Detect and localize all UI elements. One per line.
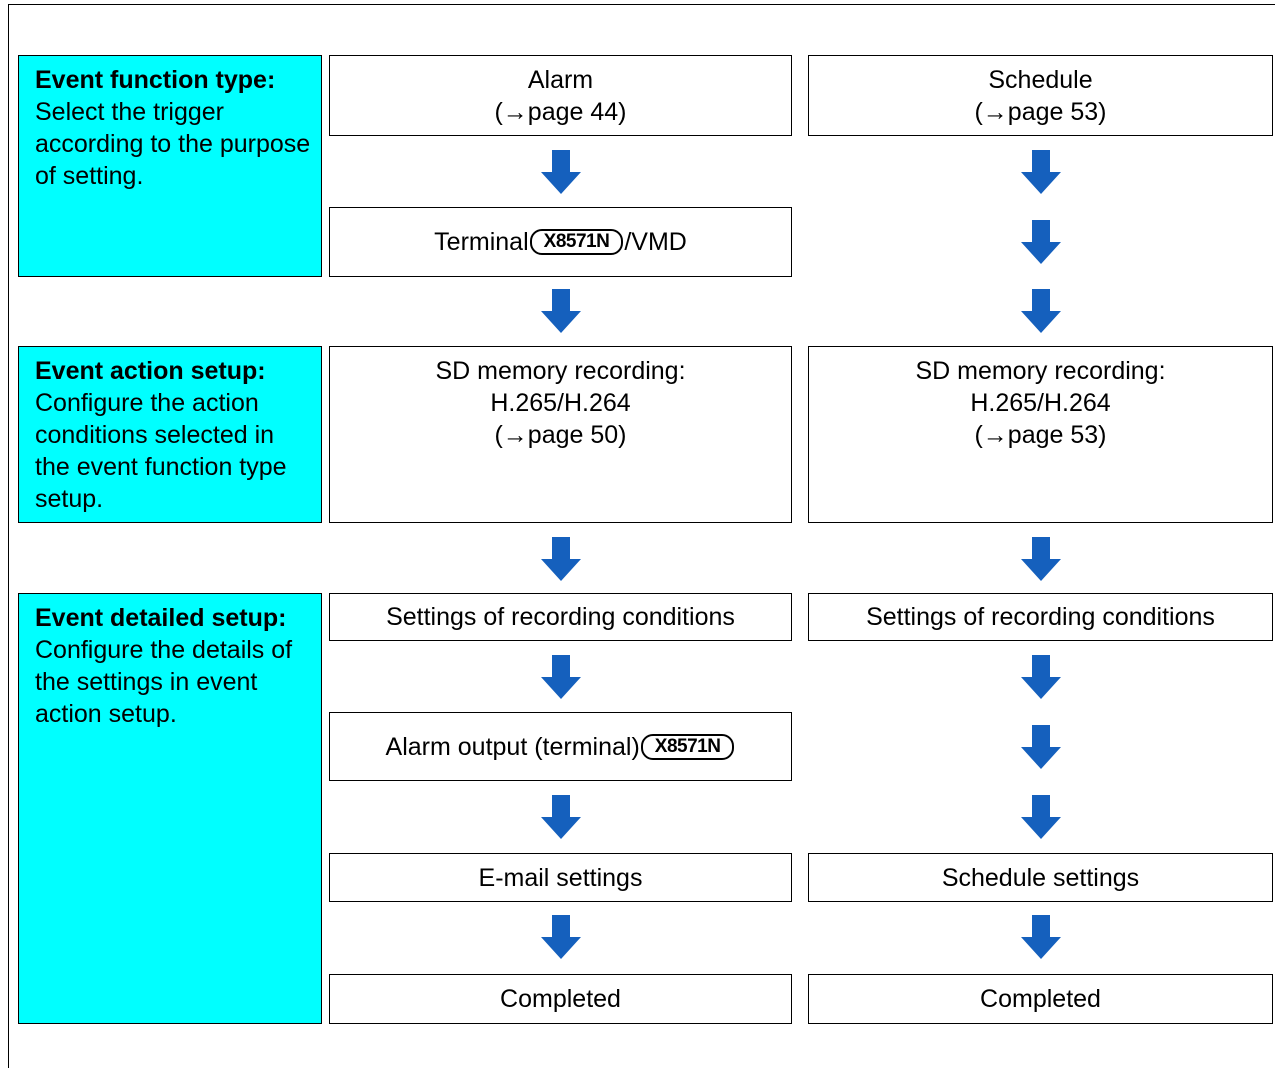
sd-recording-label: SD memory recording: <box>435 357 686 385</box>
recording-conditions-box-alarm: Settings of recording conditions <box>329 593 792 641</box>
schedule-settings-box: Schedule settings <box>808 853 1273 902</box>
section-description: Configure the action conditions selected… <box>35 389 287 513</box>
section-description: Select the trigger according to the purp… <box>35 98 311 190</box>
down-arrow-icon <box>1021 655 1061 699</box>
recording-conditions-label: Settings of recording conditions <box>386 603 735 631</box>
down-arrow-icon <box>1021 915 1061 959</box>
model-badge: X8571N <box>529 229 624 255</box>
section-event-function-type: Event function type: Select the trigger … <box>18 55 322 277</box>
alarm-output-text: Alarm output (terminal) <box>385 732 640 761</box>
sd-recording-codec: H.265/H.264 <box>490 389 631 417</box>
sd-recording-box-alarm: SD memory recording: H.265/H.264 (→page … <box>329 346 792 523</box>
recording-conditions-label: Settings of recording conditions <box>866 603 1215 631</box>
down-arrow-icon <box>541 915 581 959</box>
page-frame <box>8 4 1275 1068</box>
schedule-title: Schedule <box>988 65 1093 94</box>
sd-recording-page-ref: (→page 53) <box>974 421 1107 449</box>
email-settings-label: E-mail settings <box>478 863 643 892</box>
completed-label: Completed <box>500 985 621 1013</box>
down-arrow-icon <box>1021 289 1061 333</box>
alarm-output-label: Alarm output (terminal)X8571N <box>386 731 736 763</box>
down-arrow-icon <box>1021 725 1061 769</box>
schedule-box: Schedule (→page 53) <box>808 55 1273 136</box>
down-arrow-icon <box>1021 795 1061 839</box>
completed-box-alarm: Completed <box>329 974 792 1024</box>
completed-label: Completed <box>980 985 1101 1013</box>
sd-recording-label: SD memory recording: <box>915 357 1166 385</box>
alarm-title: Alarm <box>527 65 594 94</box>
completed-box-schedule: Completed <box>808 974 1273 1024</box>
alarm-output-box: Alarm output (terminal)X8571N <box>329 712 792 781</box>
sd-recording-box-schedule: SD memory recording: H.265/H.264 (→page … <box>808 346 1273 523</box>
model-badge: X8571N <box>640 733 735 760</box>
vmd-label: /VMD <box>624 228 687 256</box>
schedule-settings-label: Schedule settings <box>941 863 1140 892</box>
down-arrow-icon <box>1021 220 1061 264</box>
down-arrow-icon <box>1021 150 1061 194</box>
section-heading: Event detailed setup: <box>35 604 287 632</box>
down-arrow-icon <box>541 537 581 581</box>
section-heading: Event function type: <box>35 66 276 94</box>
alarm-box: Alarm (→page 44) <box>329 55 792 136</box>
down-arrow-icon <box>541 795 581 839</box>
schedule-page-ref: (→page 53) <box>974 97 1107 126</box>
section-event-detailed-setup: Event detailed setup: Configure the deta… <box>18 593 322 1024</box>
sd-recording-codec: H.265/H.264 <box>970 389 1111 417</box>
terminal-label: Terminal <box>434 228 529 256</box>
sd-recording-page-ref: (→page 50) <box>494 421 627 449</box>
down-arrow-icon <box>1021 537 1061 581</box>
down-arrow-icon <box>541 655 581 699</box>
down-arrow-icon <box>541 289 581 333</box>
section-description: Configure the details of the settings in… <box>35 636 293 728</box>
alarm-page-ref: (→page 44) <box>494 97 627 126</box>
email-settings-box: E-mail settings <box>329 853 792 902</box>
section-event-action-setup: Event action setup: Configure the action… <box>18 346 322 523</box>
recording-conditions-box-schedule: Settings of recording conditions <box>808 593 1273 641</box>
section-heading: Event action setup: <box>35 357 266 385</box>
down-arrow-icon <box>541 150 581 194</box>
